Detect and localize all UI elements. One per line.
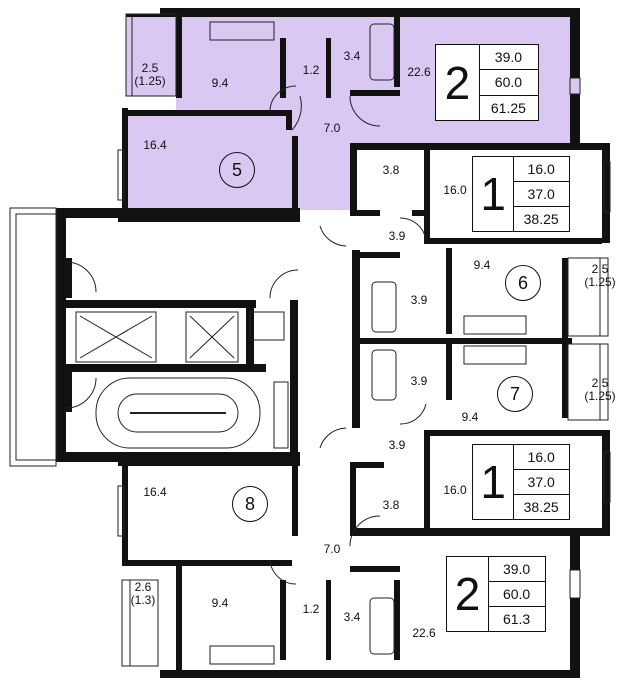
living-area: 16.0 [513,445,569,470]
total-area: 60.0 [488,582,545,607]
room-area-bot-wc: 1.2 [302,602,320,616]
room-area-r-upper-bath: 3.9 [410,293,428,307]
room-area-bot-room8: 16.4 [143,485,167,499]
room-area-r-lower-store: 3.8 [382,498,400,512]
area-values: 39.0 60.0 61.25 [478,45,538,120]
area-with-balcony: 61.25 [490,99,526,116]
walls [56,8,610,678]
room-area-r-upper-store: 3.8 [382,163,400,177]
room-area-r-lower-living: 16.0 [443,483,467,497]
apartment-info-bottom-2: 2 39.0 60.0 61.3 [446,556,546,632]
room-count: 1 [473,445,515,519]
area-with-balcony: 61.3 [502,611,531,627]
room-area-top-bath: 3.4 [343,49,361,63]
room-area-top-wc: 1.2 [302,63,320,77]
apartment-info-right-1-upper: 1 16.0 37.0 38.25 [472,156,570,232]
room-area-top-living: 22.6 [407,65,431,79]
area-values: 39.0 60.0 61.3 [488,557,545,631]
room-area-bot-hall: 7.0 [323,542,341,556]
room-area-bot-living: 22.6 [412,626,436,640]
room-area-top-room5: 16.4 [143,138,167,152]
area-with-balcony: 38.25 [523,211,559,227]
unit-number-8: 8 [232,486,268,522]
balcony-area-right-6: 2.5(1.25) [584,262,616,289]
room-area-top-hall: 7.0 [323,121,341,135]
area-values: 16.0 37.0 38.25 [513,157,569,231]
room-area-r-lower-kitchen: 9.4 [461,410,479,424]
area-with-balcony: 38.25 [523,499,559,515]
room-area-r-upper-kitchen: 9.4 [473,258,491,272]
total-area: 60.0 [478,70,538,96]
apartment-info-right-1-lower: 1 16.0 37.0 38.25 [472,444,570,520]
apartment-info-top-2: 2 39.0 60.0 61.25 [435,44,539,121]
room-area-r-upper-hall: 3.9 [388,229,406,243]
total-area: 37.0 [513,182,569,207]
room-count: 2 [447,557,490,631]
living-area: 39.0 [488,557,545,582]
living-area: 16.0 [513,157,569,182]
room-area-r-lower-bath: 3.9 [410,374,428,388]
balcony-area-right-7: 2.5(1.25) [584,376,616,403]
room-area-r-lower-hall: 3.9 [388,438,406,452]
living-area: 39.0 [478,45,538,71]
area-values: 16.0 37.0 38.25 [513,445,569,519]
room-area-top-kitchen: 9.4 [211,76,229,90]
balcony-area-top-left: 2.5(1.25) [134,61,166,88]
unit-number-7: 7 [497,376,533,412]
unit-number-6: 6 [505,265,541,301]
room-area-bot-kitchen: 9.4 [211,596,229,610]
unit-number-5: 5 [219,152,255,188]
total-area: 37.0 [513,470,569,495]
room-count: 2 [436,45,480,120]
balcony-area-bottom-left: 2.6(1.3) [130,580,156,607]
room-area-r-upper-living: 16.0 [443,183,467,197]
thin-lines [9,13,611,667]
room-area-bot-bath: 3.4 [343,610,361,624]
room-count: 1 [473,157,515,231]
